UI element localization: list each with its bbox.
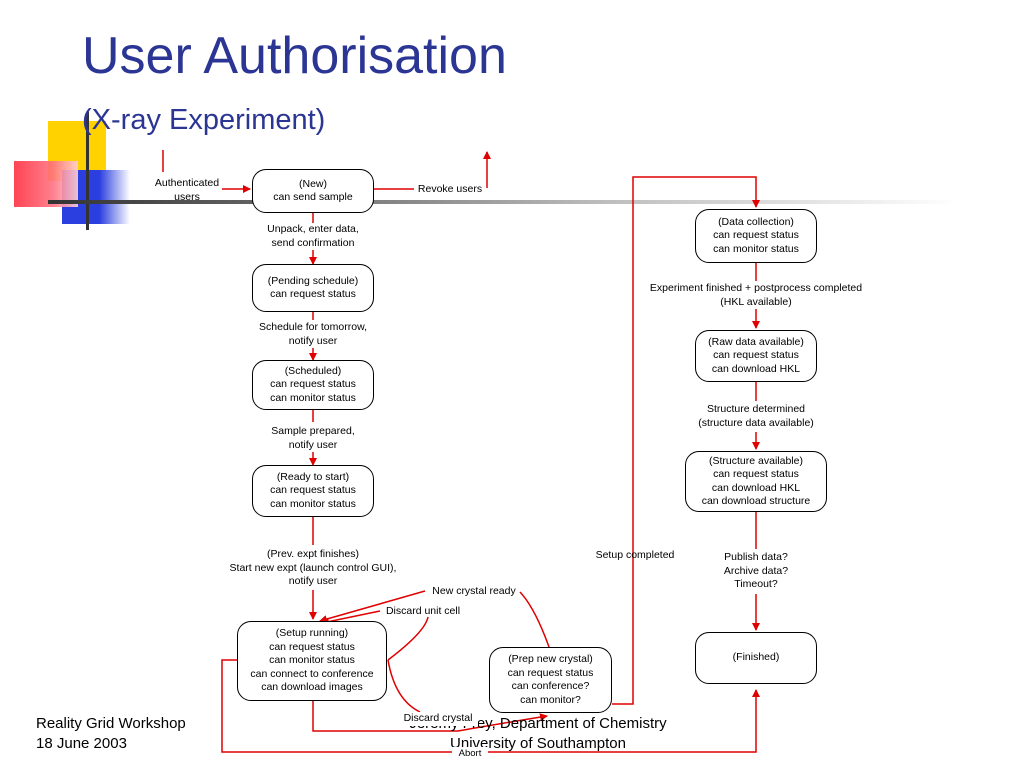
footer-left: Reality Grid Workshop 18 June 2003 — [36, 714, 186, 754]
state-pending-name: (Pending schedule) — [267, 274, 359, 287]
label-discard-unit-cell: Discard unit cell — [378, 605, 468, 619]
label-line: notify user — [288, 438, 338, 451]
state-setup-running: (Setup running) can request status can m… — [237, 621, 387, 701]
state-finished: (Finished) — [695, 632, 817, 684]
label-revoke-users: Revoke users — [412, 183, 488, 197]
page-title: User Authorisation — [82, 27, 507, 85]
state-setup-name: (Setup running) — [275, 627, 349, 640]
state-structure-available: (Structure available) can request status… — [685, 451, 827, 512]
state-ready-name: (Ready to start) — [276, 470, 350, 483]
label-discard-crystal: Discard crystal — [398, 712, 478, 726]
label-authenticated-users: Authenticated users — [142, 177, 232, 204]
state-pending-line: can request status — [270, 288, 356, 300]
label-line: Revoke users — [417, 183, 483, 195]
decor-horizontal-line — [48, 200, 958, 204]
state-pending-schedule: (Pending schedule) can request status — [252, 264, 374, 312]
label-line: (structure data available) — [698, 416, 814, 429]
state-setup-line: can request status — [269, 640, 355, 653]
label-line: Publish data? — [724, 551, 788, 563]
label-line: Archive data? — [723, 564, 789, 577]
label-abort: Abort — [452, 747, 488, 761]
label-line: Setup completed — [595, 549, 675, 561]
label-new-crystal-ready: New crystal ready — [422, 585, 526, 599]
label-line: (Prev. expt finishes) — [266, 548, 359, 560]
page-subtitle: (X-ray Experiment) — [82, 104, 326, 136]
state-data-collection-line: can request status — [713, 229, 799, 242]
state-scheduled-line: can request status — [270, 378, 356, 391]
state-ready-line: can monitor status — [270, 497, 356, 510]
label-line: New crystal ready — [432, 585, 516, 597]
state-data-collection-name: (Data collection) — [718, 215, 794, 228]
footer-workshop: Reality Grid Workshop — [36, 715, 186, 732]
state-raw-line: can request status — [713, 349, 799, 362]
state-prep-name: (Prep new crystal) — [508, 653, 593, 665]
label-line: Schedule for tomorrow, — [259, 321, 367, 333]
decor-red-square — [14, 161, 78, 207]
label-schedule: Schedule for tomorrow, notify user — [238, 321, 388, 348]
decor-vertical-line — [86, 112, 89, 230]
label-unpack: Unpack, enter data, send confirmation — [238, 223, 388, 250]
state-prep-line: can conference? — [511, 680, 590, 692]
state-prep-new-crystal: (Prep new crystal) can request status ca… — [489, 647, 612, 713]
label-sample-prepared: Sample prepared, notify user — [238, 425, 388, 452]
state-finished-name: (Finished) — [732, 651, 780, 664]
label-setup-completed: Setup completed — [588, 549, 682, 563]
state-prep-line: can request status — [507, 666, 594, 679]
state-data-collection: (Data collection) can request status can… — [695, 209, 817, 263]
state-data-collection-line: can monitor status — [713, 242, 799, 255]
label-line: Start new expt (launch control GUI), — [229, 561, 397, 574]
state-new-name: (New) — [299, 177, 327, 190]
label-line: Sample prepared, — [271, 425, 355, 437]
state-raw-line: can download HKL — [711, 362, 801, 375]
state-ready-line: can request status — [270, 484, 356, 497]
label-line: notify user — [288, 334, 338, 347]
state-structure-line: can download HKL — [711, 481, 801, 494]
state-structure-name: (Structure available) — [709, 454, 803, 467]
state-new-line: can send sample — [273, 191, 353, 203]
state-setup-line: can monitor status — [269, 654, 355, 667]
state-setup-line: can download images — [261, 681, 363, 694]
label-line: notify user — [288, 575, 338, 587]
label-experiment-finished: Experiment finished + postprocess comple… — [632, 282, 880, 309]
label-line: Timeout? — [734, 578, 778, 590]
state-scheduled-name: (Scheduled) — [284, 364, 342, 377]
state-scheduled-line: can monitor status — [270, 391, 356, 404]
label-line: Abort — [458, 748, 482, 759]
label-line: send confirmation — [271, 236, 355, 249]
state-raw-name: (Raw data available) — [708, 335, 804, 348]
state-structure-line: can download structure — [701, 495, 811, 507]
label-line: Experiment finished + postprocess comple… — [649, 282, 863, 294]
label-line: Structure determined — [706, 403, 806, 415]
label-line: Discard crystal — [403, 712, 473, 724]
state-prep-line: can monitor? — [520, 693, 581, 706]
label-line: users — [174, 190, 200, 203]
label-line: Discard unit cell — [385, 605, 461, 617]
label-publish-archive-timeout: Publish data? Archive data? Timeout? — [700, 551, 812, 592]
state-setup-line: can connect to conference — [250, 667, 374, 680]
label-line: (HKL available) — [720, 295, 792, 308]
state-new: (New) can send sample — [252, 169, 374, 213]
state-scheduled: (Scheduled) can request status can monit… — [252, 360, 374, 410]
label-line: Unpack, enter data, — [267, 223, 359, 235]
footer-date: 18 June 2003 — [36, 735, 127, 752]
footer-university: University of Southampton — [450, 735, 626, 752]
label-structure-determined: Structure determined (structure data ava… — [676, 403, 836, 430]
label-prev-expt: (Prev. expt finishes) Start new expt (la… — [208, 548, 418, 589]
state-raw-data-available: (Raw data available) can request status … — [695, 330, 817, 382]
label-line: Authenticated — [154, 177, 220, 189]
state-structure-line: can request status — [713, 468, 799, 480]
state-ready-to-start: (Ready to start) can request status can … — [252, 465, 374, 517]
